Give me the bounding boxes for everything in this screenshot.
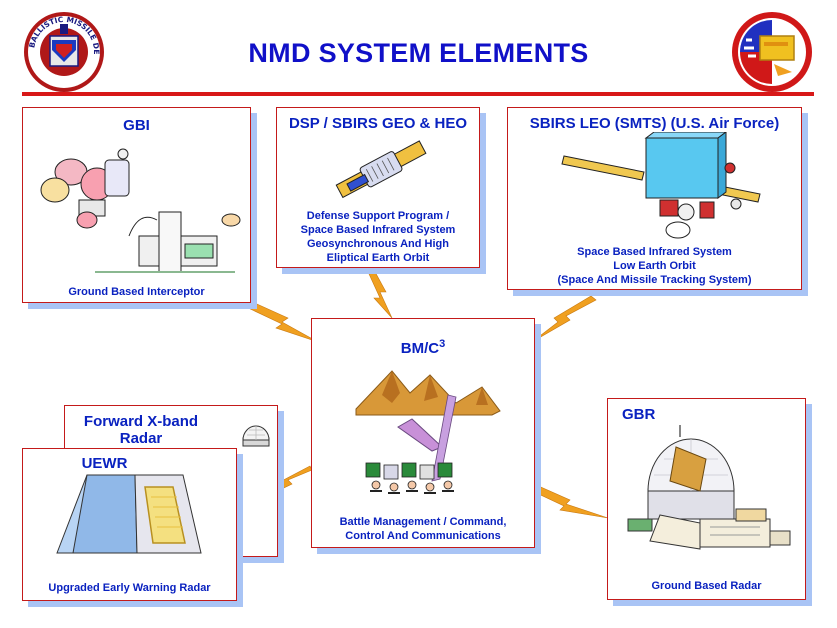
leo-satellite-illustration <box>560 132 770 242</box>
bmd-logo: BALLISTIC MISSILE DEFENSE <box>22 10 106 94</box>
interceptor-illustration <box>35 140 245 278</box>
arrow-dsp-to-bmc3 <box>368 269 393 319</box>
fxr-title-line-1: Forward X-band <box>83 413 199 430</box>
satellite-illustration <box>327 136 437 206</box>
nmd-patch-logo <box>730 10 814 94</box>
mountain-command-illustration <box>352 363 502 513</box>
uewr-panel: UEWR Upgraded Early Warning Radar <box>22 448 237 601</box>
bmc3-caption-line-2: Control And Communications <box>345 530 501 542</box>
bmc3-caption-line-1: Battle Management / Command, <box>339 516 507 528</box>
bmc3-title: BM/C3 <box>312 336 534 357</box>
sbirs-leo-caption-line-1: Space Based Infrared System <box>577 246 732 258</box>
arrow-bmc3-to-gbr <box>529 483 609 519</box>
uewr-title: UEWR <box>81 455 128 472</box>
early-warning-radar-illustration <box>53 473 203 557</box>
gbi-title: GBI <box>123 117 150 134</box>
arrow-sbirs-to-bmc3 <box>531 295 597 343</box>
bmc3-title-text: BM/C <box>400 340 440 357</box>
gbr-caption: Ground Based Radar <box>651 580 762 592</box>
gbr-panel: GBR Ground Based Radar <box>607 398 806 600</box>
ground-radar-illustration <box>620 419 800 569</box>
fxr-title-line-2: Radar <box>119 430 163 447</box>
dsp-caption-line-1: Defense Support Program / <box>306 210 450 222</box>
dsp-caption-line-2: Space Based Infrared System <box>300 224 456 236</box>
radome-icon <box>239 416 273 448</box>
title-rule <box>22 92 814 96</box>
arrow-gbi-to-bmc3 <box>243 299 319 343</box>
gbi-caption: Ground Based Interceptor <box>68 286 205 298</box>
dsp-panel: DSP / SBIRS GEO & HEO Defense Support Pr… <box>276 107 480 268</box>
gbr-title: GBR <box>622 406 656 423</box>
page-title: NMD SYSTEM ELEMENTS <box>248 38 589 68</box>
dsp-caption-line-3: Geosynchronous And High <box>307 238 449 250</box>
bmc3-title-sup: 3 <box>439 338 446 350</box>
dsp-title: DSP / SBIRS GEO & HEO <box>288 115 468 132</box>
gbi-panel: GBI Ground Based Interceptor <box>22 107 251 303</box>
sbirs-leo-panel: SBIRS LEO (SMTS) (U.S. Air Force) Space … <box>507 107 802 290</box>
dsp-caption-line-4: Eliptical Earth Orbit <box>326 252 430 264</box>
uewr-caption: Upgraded Early Warning Radar <box>48 582 211 594</box>
sbirs-leo-title: SBIRS LEO (SMTS) (U.S. Air Force) <box>529 115 780 132</box>
sbirs-leo-caption-line-3: (Space And Missile Tracking System) <box>557 274 752 286</box>
bmc3-panel: BM/C3 Battle Management <box>311 318 535 548</box>
sbirs-leo-caption-line-2: Low Earth Orbit <box>613 260 696 272</box>
